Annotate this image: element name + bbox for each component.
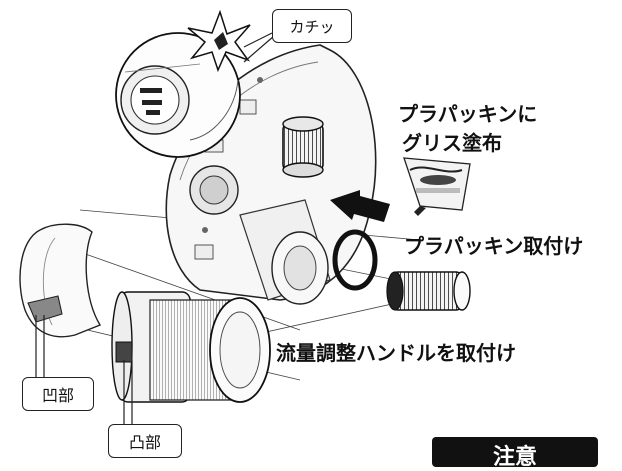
grease-tube-icon — [403, 157, 471, 216]
valve-body — [239, 199, 331, 305]
handle-attach-label: 流量調整ハンドルを取付け — [276, 341, 516, 365]
caution-label: 注意 — [492, 445, 537, 470]
flow-adjustment-handle — [111, 291, 271, 403]
grease-label-line2: グリス塗布 — [402, 131, 502, 155]
left-cap-ring — [19, 223, 102, 338]
packing-ring — [332, 229, 378, 291]
small-knurled-knob — [386, 271, 471, 311]
protrusion-label: 凸部 — [128, 433, 161, 452]
click-callout: カチッ — [272, 9, 352, 43]
exploded-assembly-diagram — [19, 9, 471, 428]
insert-arrow-icon — [330, 190, 390, 222]
caution-badge: 注意 — [432, 437, 598, 470]
packing-attach-label: プラパッキン取付け — [404, 234, 584, 258]
part-pointers — [35, 315, 133, 428]
callout-pointers — [243, 32, 275, 63]
upper-knurled-knob — [282, 116, 324, 178]
recess-label: 凹部 — [41, 386, 74, 405]
click-sound-label: カチッ — [289, 17, 335, 36]
magnified-snap-view — [115, 32, 241, 158]
click-starburst-icon — [187, 9, 251, 73]
recess-callout: 凹部 — [22, 377, 94, 411]
protrusion-callout: 凸部 — [108, 424, 182, 458]
grease-label-line1: プラパッキンに — [398, 102, 538, 126]
